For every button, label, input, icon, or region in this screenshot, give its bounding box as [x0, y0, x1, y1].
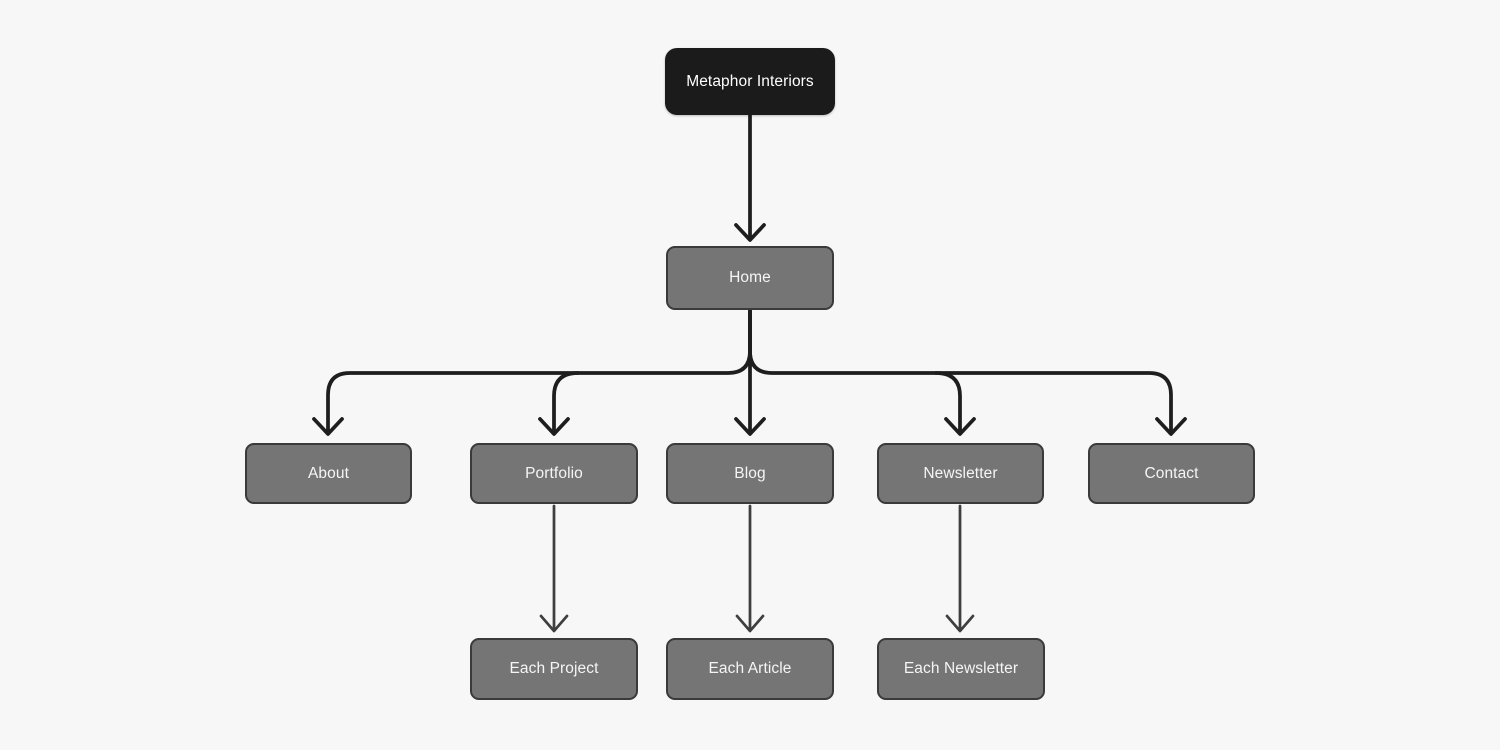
- connector-home-blog: [734, 309, 766, 436]
- node-root-metaphor-interiors[interactable]: Metaphor Interiors: [665, 48, 835, 115]
- node-blog[interactable]: Blog: [666, 443, 834, 504]
- connector-home-about: [312, 309, 752, 436]
- connector-newsletter-each-newsletter: [945, 504, 975, 633]
- connector-root-home: [734, 114, 766, 242]
- node-each-newsletter[interactable]: Each Newsletter: [877, 638, 1045, 700]
- connector-blog-each-article: [735, 504, 765, 633]
- node-portfolio[interactable]: Portfolio: [470, 443, 638, 504]
- connector-home-newsletter: [934, 371, 976, 436]
- node-home[interactable]: Home: [666, 246, 834, 310]
- node-contact[interactable]: Contact: [1088, 443, 1255, 504]
- connector-portfolio-each-project: [539, 504, 569, 633]
- connector-home-portfolio: [538, 371, 580, 436]
- node-each-article[interactable]: Each Article: [666, 638, 834, 700]
- node-about[interactable]: About: [245, 443, 412, 504]
- connector-home-contact: [748, 309, 1187, 436]
- node-each-project[interactable]: Each Project: [470, 638, 638, 700]
- node-newsletter[interactable]: Newsletter: [877, 443, 1044, 504]
